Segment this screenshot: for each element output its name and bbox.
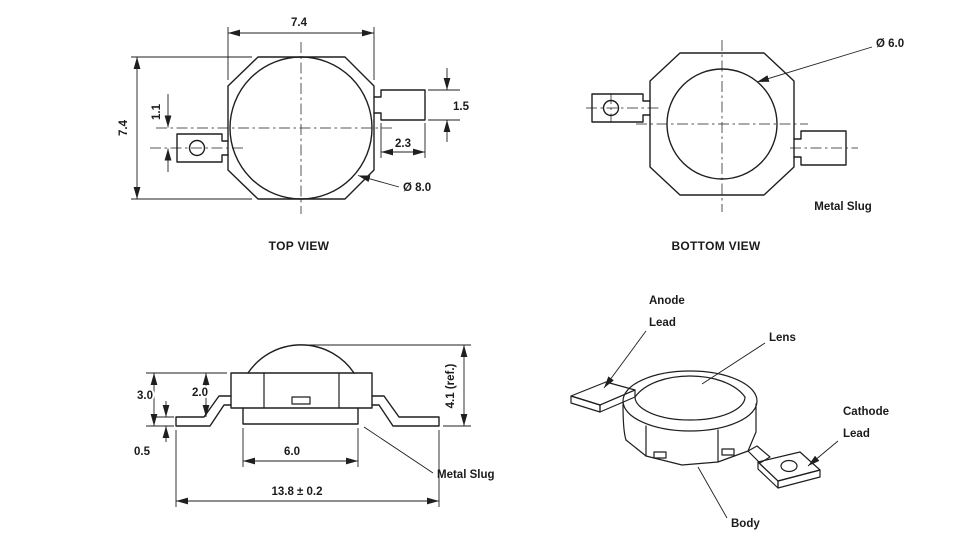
dim-slug-width: 6.0 bbox=[242, 428, 359, 467]
dim-lens-diameter: Ø 8.0 bbox=[357, 175, 433, 196]
side-view-body bbox=[175, 344, 440, 427]
dim-lead-offset: 1.1 bbox=[149, 94, 172, 172]
dim-lead-length: 2.3 bbox=[380, 123, 426, 158]
iso-lens-callout: Lens bbox=[701, 332, 796, 385]
dim-lens-base-height: 2.0 bbox=[190, 373, 210, 417]
metal-slug-label-side: Metal Slug bbox=[437, 469, 495, 481]
left-pad-hole-bottom bbox=[602, 99, 620, 117]
metal-slug-label-bottom: Metal Slug bbox=[814, 201, 872, 213]
iso-view: Anode Lead Lens Cathode Lead Body bbox=[570, 295, 889, 530]
bottom-view-title: BOTTOM VIEW bbox=[671, 239, 760, 253]
anode-label-line2: Lead bbox=[649, 317, 676, 329]
dim-lead-width: 1.5 bbox=[428, 68, 472, 142]
dim-lead-thickness: 0.5 bbox=[132, 401, 174, 460]
bottom-view-centerlines bbox=[586, 40, 858, 212]
iso-lens-dome bbox=[634, 375, 746, 398]
lens-circle bbox=[229, 56, 373, 200]
right-lead-pad bbox=[373, 89, 426, 121]
left-lead-pad bbox=[176, 133, 229, 163]
left-lead-side bbox=[175, 395, 232, 427]
dim-top-overall-width-text: 7.4 bbox=[291, 17, 308, 29]
dim-side-overall-width-text: 13.8 ± 0.2 bbox=[271, 486, 322, 498]
side-body-outline bbox=[230, 372, 373, 409]
dim-body-height: 3.0 bbox=[135, 372, 227, 427]
dim-side-overall-height: 4.1 (ref.) bbox=[307, 344, 471, 427]
dim-lead-length-text: 2.3 bbox=[395, 138, 411, 150]
dim-slug-diameter-text: Ø 6.0 bbox=[876, 38, 904, 50]
dim-lens-base-height-text: 2.0 bbox=[192, 387, 208, 399]
right-lead-pad-bottom bbox=[793, 130, 847, 166]
lens-label: Lens bbox=[769, 332, 796, 344]
cathode-label-line1: Cathode bbox=[843, 406, 889, 418]
top-view: 7.4 7.4 1.1 1.5 2.3 Ø 8. bbox=[116, 15, 472, 253]
iso-body-callout: Body bbox=[697, 466, 760, 530]
dim-top-overall-height: 7.4 bbox=[116, 56, 252, 200]
iso-anode-callout: Anode Lead bbox=[603, 295, 685, 389]
iso-flange-rim bbox=[622, 370, 758, 432]
dim-top-overall-height-text: 7.4 bbox=[118, 119, 130, 136]
side-view: 3.0 2.0 0.5 6.0 13.8 ± 0.2 bbox=[132, 344, 495, 507]
dim-lead-thickness-text: 0.5 bbox=[134, 446, 151, 458]
iso-body-notch-right bbox=[721, 448, 735, 456]
dim-slug-diameter: Ø 6.0 bbox=[756, 36, 906, 83]
iso-cathode-callout: Cathode Lead bbox=[807, 406, 889, 467]
dim-side-overall-height-text: 4.1 (ref.) bbox=[445, 363, 457, 408]
iso-lens bbox=[622, 370, 758, 432]
anode-label-line1: Anode bbox=[649, 295, 685, 307]
iso-cathode-lead bbox=[747, 445, 821, 489]
iso-body-notch-left bbox=[653, 451, 667, 459]
top-view-title: TOP VIEW bbox=[269, 239, 330, 253]
cathode-label-line2: Lead bbox=[843, 428, 870, 440]
bottom-view: Ø 6.0 Metal Slug BOTTOM VIEW bbox=[586, 36, 906, 253]
package-outline bbox=[227, 56, 375, 200]
iso-lens-base bbox=[634, 396, 746, 421]
left-lead-pad-bottom bbox=[591, 93, 651, 123]
iso-body bbox=[622, 403, 757, 466]
dim-side-overall-width: 13.8 ± 0.2 bbox=[175, 430, 440, 507]
iso-cathode-hole bbox=[780, 459, 798, 473]
package-outline-bottom bbox=[649, 52, 795, 196]
metal-slug-circle bbox=[666, 68, 778, 180]
slug-mark bbox=[291, 396, 311, 405]
iso-anode-lead bbox=[570, 381, 636, 413]
left-pad-hole bbox=[188, 139, 206, 157]
side-metal-slug-callout: Metal Slug bbox=[363, 426, 495, 481]
dim-top-overall-width: 7.4 bbox=[227, 15, 375, 80]
dim-lead-width-text: 1.5 bbox=[453, 101, 470, 113]
dim-lens-diameter-text: Ø 8.0 bbox=[403, 182, 431, 194]
dim-body-height-text: 3.0 bbox=[137, 390, 153, 402]
right-lead-side bbox=[371, 395, 440, 427]
dim-lead-offset-text: 1.1 bbox=[151, 103, 163, 120]
metal-slug-section bbox=[242, 407, 359, 425]
dim-slug-width-text: 6.0 bbox=[284, 446, 300, 458]
lens-dome bbox=[247, 344, 355, 374]
body-label: Body bbox=[731, 518, 760, 530]
